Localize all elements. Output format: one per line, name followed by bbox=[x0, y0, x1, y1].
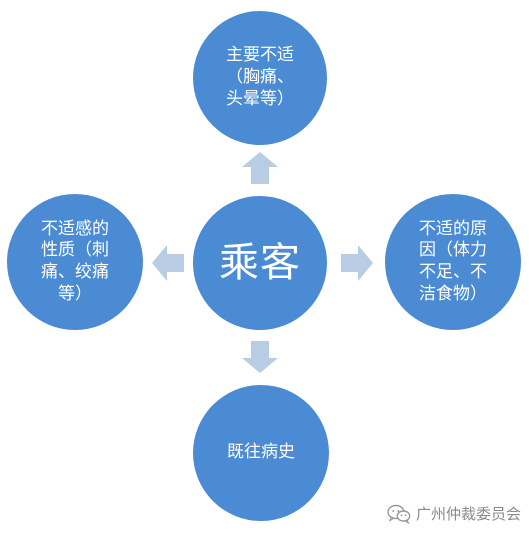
node-passenger-label: 乘客 bbox=[219, 240, 301, 286]
node-discomfort-nature-label: 不适感的 性质（刺 痛、绞痛 等） bbox=[41, 218, 109, 304]
watermark: 广州仲裁委员会 bbox=[387, 503, 521, 524]
wechat-icon bbox=[387, 504, 411, 524]
node-discomfort-nature: 不适感的 性质（刺 痛、绞痛 等） bbox=[7, 194, 143, 330]
node-passenger: 乘客 bbox=[193, 196, 327, 330]
node-medical-history-label: 既往病史 bbox=[227, 442, 295, 463]
node-discomfort-cause: 不适的原 因（体力 不足、不 洁食物） bbox=[385, 194, 521, 330]
node-main-discomfort-label: 主要不适 （胸痛、 头晕等） bbox=[226, 45, 294, 109]
watermark-text: 广州仲裁委员会 bbox=[415, 505, 521, 523]
node-medical-history: 既往病史 bbox=[193, 385, 329, 521]
node-main-discomfort: 主要不适 （胸痛、 头晕等） bbox=[193, 11, 327, 145]
node-discomfort-cause-label: 不适的原 因（体力 不足、不 洁食物） bbox=[419, 218, 487, 304]
